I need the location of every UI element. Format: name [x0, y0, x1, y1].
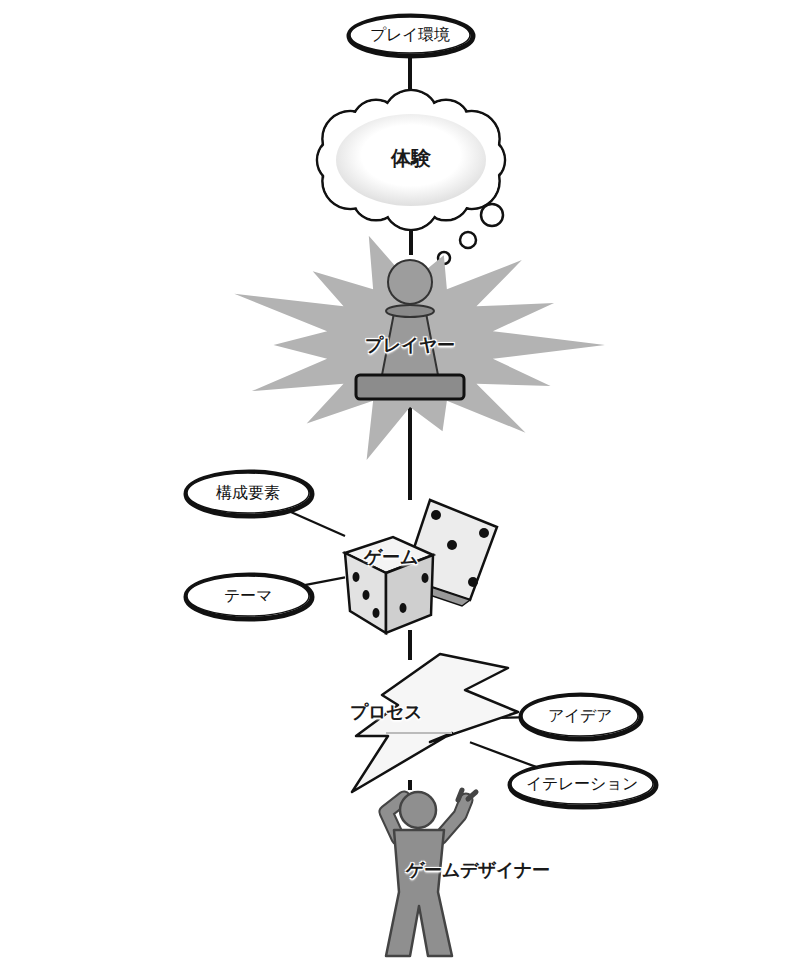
figure-label: プロセス — [350, 700, 422, 724]
ellipse-node: 構成要素 — [182, 468, 314, 518]
process-bolt: プロセス — [350, 660, 470, 780]
game-dice: ゲーム — [345, 500, 475, 630]
ellipse-node: アイデア — [517, 691, 643, 741]
figure-label: ゲームデザイナー — [406, 858, 550, 882]
designer-figure: ゲームデザイナー — [365, 790, 560, 960]
connector-line — [408, 630, 412, 660]
connector-line — [303, 577, 345, 585]
node-label: アイデア — [548, 706, 612, 727]
node-label: テーマ — [224, 586, 272, 607]
figure-label: 体験 — [391, 145, 431, 172]
node-label: 構成要素 — [216, 483, 280, 504]
connector-line — [470, 742, 536, 767]
connector-line — [408, 780, 412, 790]
connector-line — [287, 510, 345, 536]
ellipse-node: プレイ環境 — [345, 12, 475, 58]
figure-label: プレイヤー — [365, 333, 455, 357]
ellipse-node: テーマ — [182, 571, 314, 621]
node-label: プレイ環境 — [370, 25, 450, 46]
connector-line — [408, 405, 412, 500]
figure-label: ゲーム — [364, 545, 418, 569]
node-label: イテレーション — [526, 774, 638, 795]
ellipse-node: イテレーション — [506, 759, 658, 809]
player-pawn: プレイヤー — [350, 255, 470, 405]
node-outline — [350, 255, 470, 405]
experience-cloud: 体験 — [318, 95, 504, 225]
